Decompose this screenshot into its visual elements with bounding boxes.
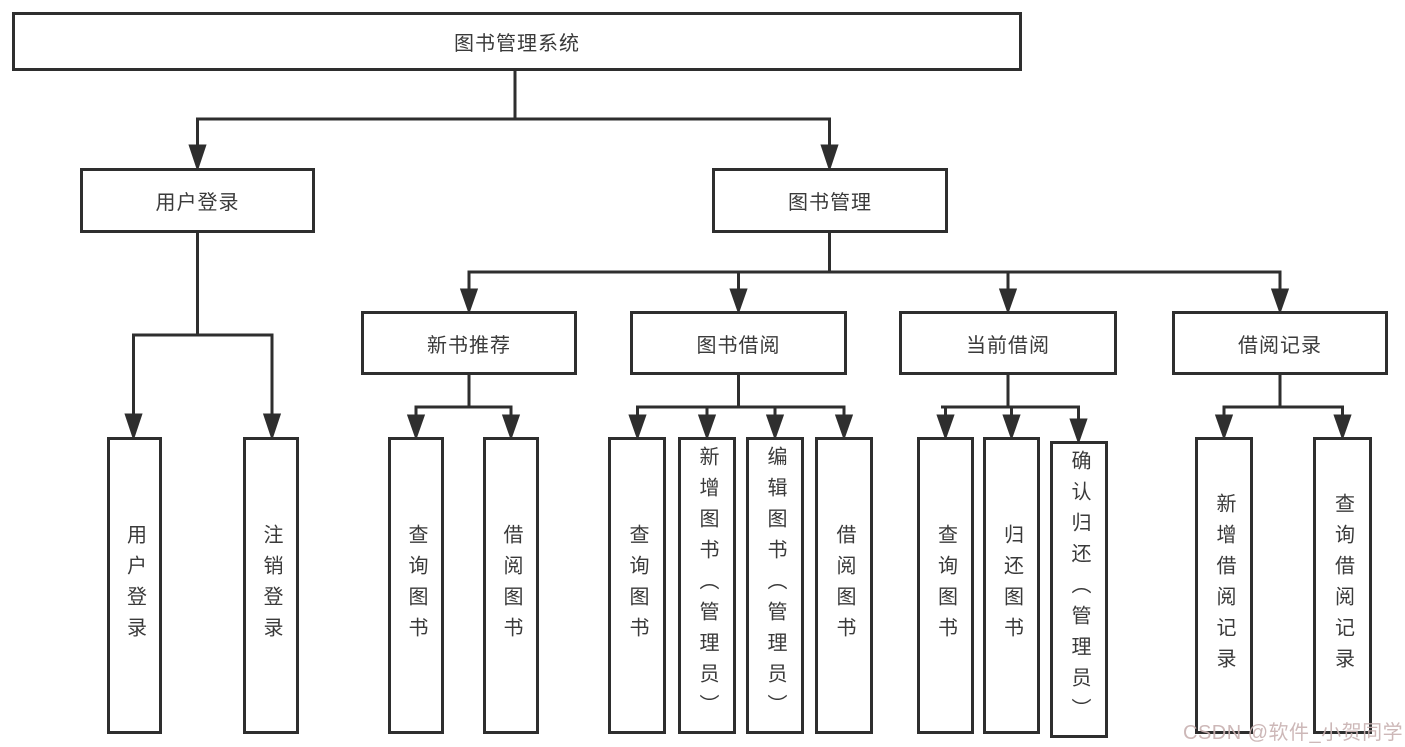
arrowhead bbox=[459, 288, 479, 315]
arrowhead bbox=[1214, 414, 1234, 441]
node-label: 新书推荐 bbox=[427, 334, 511, 357]
node-label: 注销登录 bbox=[260, 523, 282, 648]
node-user-login: 用户登录 bbox=[80, 168, 315, 233]
csdn-watermark: CSDN @软件_小贺同学 bbox=[1183, 722, 1404, 744]
arrowhead bbox=[628, 414, 647, 441]
arrowhead bbox=[765, 414, 785, 441]
node-label: 查询图书 bbox=[934, 523, 957, 648]
node-label: 借阅记录 bbox=[1238, 334, 1322, 357]
arrowhead bbox=[1002, 414, 1021, 441]
node-current-borrow: 当前借阅 bbox=[899, 311, 1117, 375]
arrowhead bbox=[1270, 288, 1290, 315]
node-leaf-confirm-return-admin: 确认归还（管理员） bbox=[1050, 441, 1108, 738]
node-root-system: 图书管理系统 bbox=[12, 12, 1022, 71]
arrowhead bbox=[501, 414, 521, 441]
arrowhead bbox=[262, 413, 282, 441]
node-label: 借阅图书 bbox=[500, 523, 522, 648]
node-label: 图书管理系统 bbox=[454, 33, 580, 55]
arrowhead bbox=[998, 288, 1018, 315]
node-leaf-logout: 注销登录 bbox=[243, 437, 299, 734]
node-leaf-query-book-3: 查询图书 bbox=[917, 437, 974, 734]
node-leaf-query-borrow-record: 查询借阅记录 bbox=[1313, 437, 1372, 734]
arrowhead bbox=[1069, 418, 1088, 445]
node-label: 图书借阅 bbox=[696, 334, 781, 357]
arrowhead bbox=[1333, 414, 1352, 441]
node-label: 用户登录 bbox=[123, 523, 146, 648]
node-label: 用户登录 bbox=[155, 192, 240, 214]
node-label: 查询图书 bbox=[626, 523, 648, 648]
node-leaf-add-borrow-record: 新增借阅记录 bbox=[1195, 437, 1253, 734]
node-leaf-borrow-book-2: 借阅图书 bbox=[815, 437, 873, 734]
node-label: 新增借阅记录 bbox=[1213, 492, 1235, 679]
node-leaf-add-book-admin: 新增图书（管理员） bbox=[678, 437, 736, 734]
node-leaf-return-book: 归还图书 bbox=[983, 437, 1040, 734]
node-label: 查询图书 bbox=[405, 523, 427, 648]
node-leaf-query-book-1: 查询图书 bbox=[388, 437, 444, 734]
arrowhead bbox=[820, 144, 839, 172]
node-label: 编辑图书（管理员） bbox=[764, 446, 786, 725]
node-label: 确认归还（管理员） bbox=[1068, 450, 1090, 729]
node-label: 图书管理 bbox=[788, 192, 872, 214]
node-leaf-borrow-book-1: 借阅图书 bbox=[483, 437, 539, 734]
node-borrow-record: 借阅记录 bbox=[1172, 311, 1388, 375]
arrowhead bbox=[936, 414, 955, 441]
node-label: 借阅图书 bbox=[833, 523, 855, 648]
node-book-borrow: 图书借阅 bbox=[630, 311, 847, 375]
arrowhead bbox=[729, 288, 748, 315]
arrowhead bbox=[124, 413, 143, 441]
node-leaf-user-login: 用户登录 bbox=[107, 437, 162, 734]
node-leaf-edit-book-admin: 编辑图书（管理员） bbox=[746, 437, 804, 734]
arrowhead bbox=[406, 414, 426, 441]
node-label: 查询借阅记录 bbox=[1331, 492, 1354, 679]
node-leaf-query-book-2: 查询图书 bbox=[608, 437, 666, 734]
arrowhead bbox=[188, 144, 207, 172]
node-label: 新增图书（管理员） bbox=[696, 446, 718, 725]
node-book-management: 图书管理 bbox=[712, 168, 948, 233]
arrowhead bbox=[697, 414, 717, 441]
node-label: 归还图书 bbox=[1000, 523, 1023, 648]
node-label: 当前借阅 bbox=[966, 334, 1050, 357]
node-new-book-recommend: 新书推荐 bbox=[361, 311, 577, 375]
arrowhead bbox=[834, 414, 854, 441]
